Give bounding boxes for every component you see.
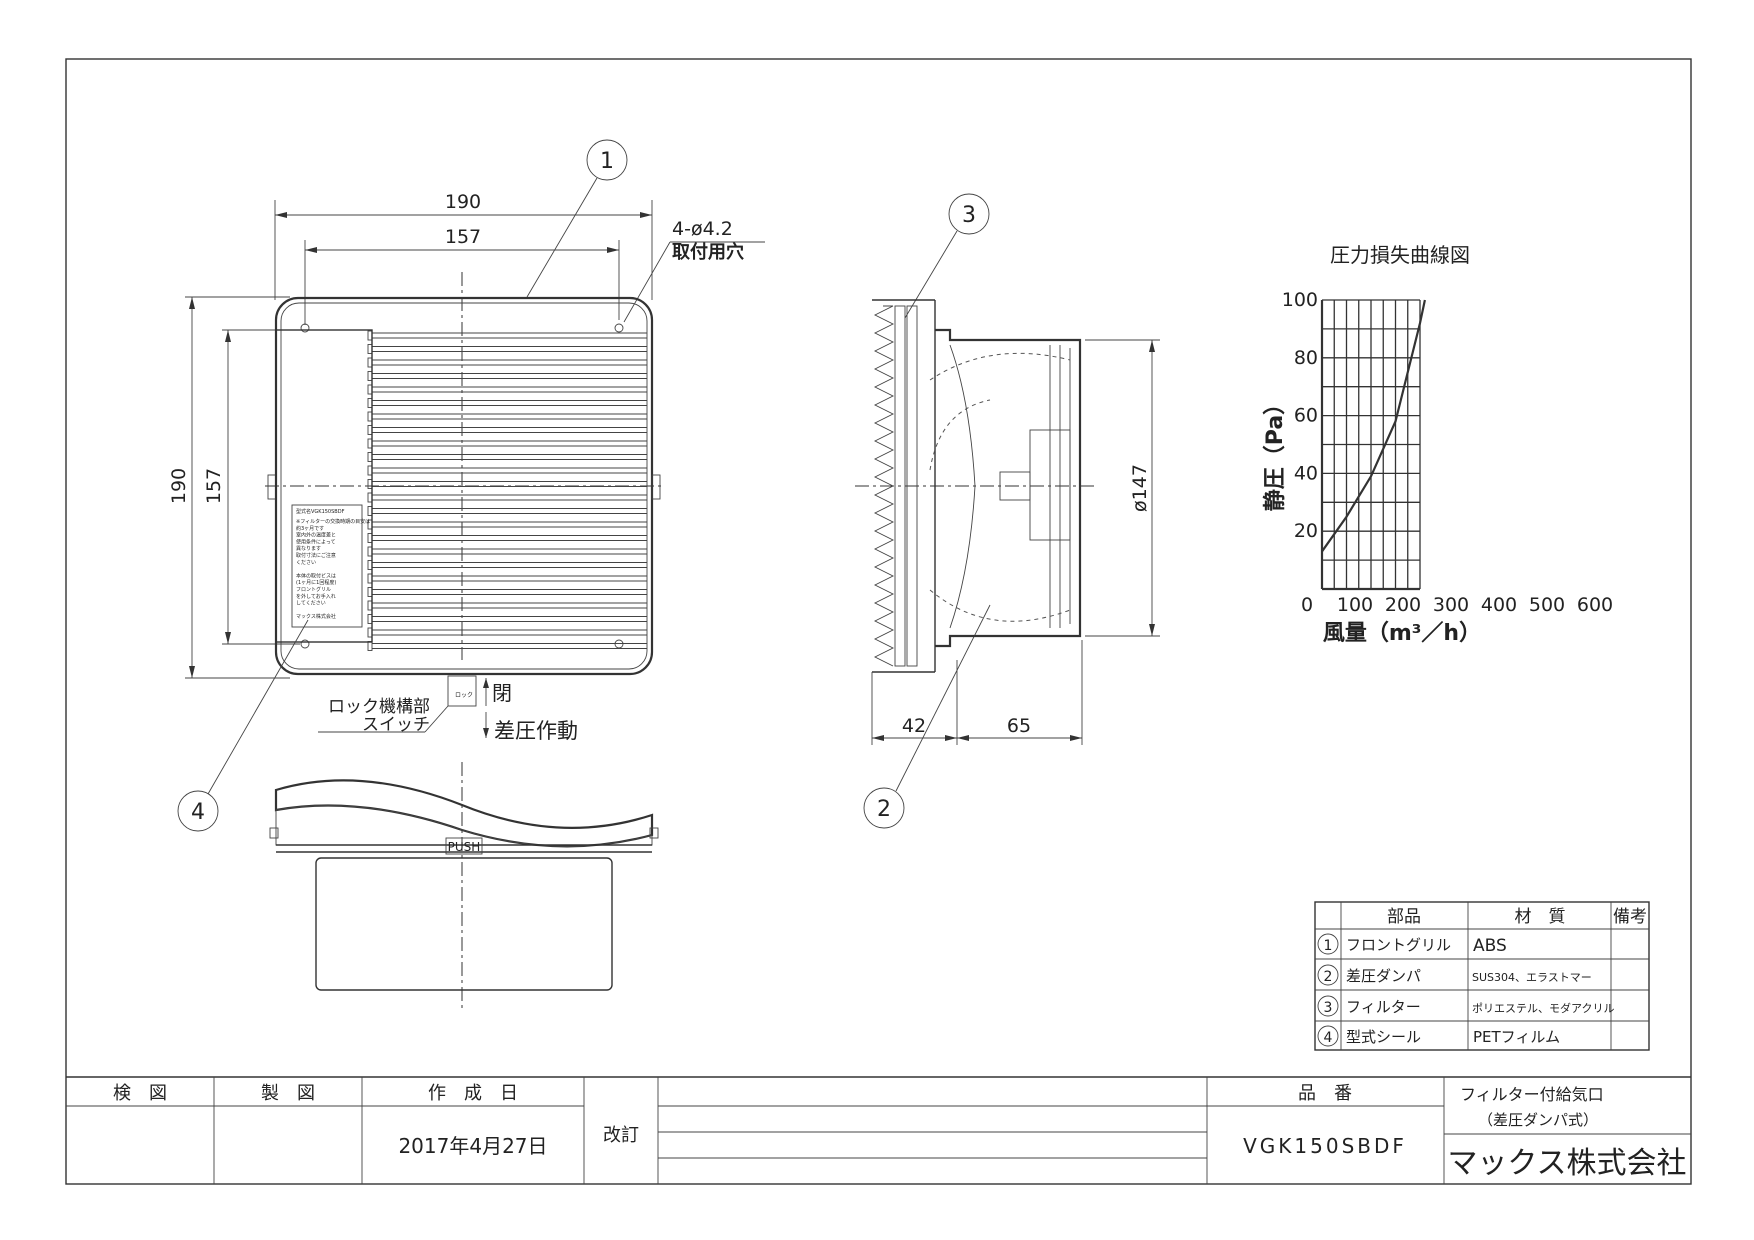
svg-text:PETフィルム: PETフィルム (1473, 1028, 1560, 1046)
push-label: PUSH (448, 840, 481, 854)
x-tick-label: 500 (1529, 594, 1565, 616)
dim-height-157: 157 (203, 468, 225, 504)
mount-holes-spec: 4-ø4.2 (672, 218, 733, 240)
tb-company: マックス株式会社 (1447, 1146, 1686, 1181)
seal-line: (1ヶ月に1回程度) (296, 579, 336, 586)
tb-product-name-1: フィルター付給気口 (1460, 1085, 1604, 1104)
grille-louvers (367, 330, 647, 651)
svg-text:3: 3 (1324, 1000, 1333, 1016)
dim-depth-65: 65 (1007, 715, 1031, 737)
y-tick-label: 40 (1294, 462, 1318, 484)
svg-text:2: 2 (877, 797, 891, 822)
filter-pleats (873, 305, 895, 667)
lock-small-label: ロック (455, 692, 473, 699)
seal-text-lines: ※フィルターの交換時期の目安は約3ヶ月です室内外の温度差と使用条件によって異なり… (296, 518, 370, 620)
lock-mechanism-label: ロック機構部 (328, 697, 430, 717)
svg-text:2: 2 (1324, 969, 1333, 985)
svg-text:SUS304、エラストマー: SUS304、エラストマー (1472, 971, 1592, 984)
tb-part-no-label: 品 番 (1298, 1083, 1352, 1104)
tb-drawn: 製 図 (261, 1083, 315, 1104)
svg-text:4: 4 (191, 800, 205, 825)
svg-text:ABS: ABS (1473, 936, 1507, 956)
svg-text:4: 4 (1324, 1030, 1333, 1046)
chart-x-label: 風量（m³／h） (1323, 621, 1481, 646)
switch-label: スイッチ (362, 715, 430, 735)
callout-3: 3 (904, 193, 990, 319)
svg-text:1: 1 (600, 149, 614, 174)
seal-line: を外してお手入れ (296, 593, 336, 600)
x-tick-label: 600 (1577, 594, 1613, 616)
chart-series-line (1321, 299, 1426, 553)
seal-line: ください (296, 559, 316, 566)
seal-line: マックス株式会社 (296, 613, 336, 620)
x-tick-label: 0 (1301, 594, 1313, 616)
x-tick-label: 100 (1337, 594, 1373, 616)
chart-title: 圧力損失曲線図 (1330, 243, 1470, 267)
chart-y-label: 静圧（Pa） (1262, 393, 1288, 511)
svg-text:3: 3 (962, 203, 976, 228)
dim-depth-42: 42 (902, 715, 926, 737)
seal-line: フロントグリル (296, 586, 331, 593)
front-view: 190 157 4-ø4.2 取付用穴 190 157 (168, 191, 765, 743)
table-row: 1 フロントグリル ABS (1317, 933, 1507, 956)
sheet-border (65, 58, 1692, 1185)
tb-inspect: 検 図 (113, 1083, 167, 1104)
seal-model: 型式名VGK150SBDF (296, 508, 345, 515)
seal-line: 使用条件によって (296, 538, 336, 545)
callout-1: 1 (526, 139, 628, 298)
tb-revision: 改訂 (603, 1125, 639, 1146)
title-block: 検 図 製 図 作 成 日 2017年4月27日 改訂 品 番 VGK150SB… (66, 1076, 1691, 1184)
table-row: 2 差圧ダンパ SUS304、エラストマー (1317, 964, 1592, 986)
closed-label: 閉 (492, 681, 512, 705)
chart-x-ticks: 0 100 200 300 400 500 600 (1301, 594, 1613, 616)
svg-text:差圧ダンパ: 差圧ダンパ (1346, 967, 1421, 985)
parts-header-material: 材 質 (1515, 907, 1566, 927)
svg-text:フィルター: フィルター (1346, 998, 1421, 1016)
dim-width-157: 157 (445, 226, 481, 248)
chart-grid (1320, 299, 1421, 591)
seal-line: してください (296, 600, 326, 607)
bottom-view: PUSH (269, 762, 659, 1010)
tb-product-name-2: （差圧ダンパ式） (1478, 1111, 1598, 1129)
chart-y-ticks: 20 40 60 80 100 (1282, 289, 1318, 542)
parts-header-note: 備考 (1613, 907, 1647, 927)
seal-line: 異なります (296, 545, 321, 552)
mount-holes-label: 取付用穴 (672, 241, 744, 263)
x-tick-label: 200 (1385, 594, 1421, 616)
y-tick-label: 100 (1282, 289, 1318, 311)
seal-line: 取付寸法にご注意 (296, 552, 336, 559)
dim-diameter: ø147 (1129, 464, 1151, 512)
parts-header-part: 部品 (1387, 907, 1421, 927)
seal-line: 約3ヶ月です (296, 525, 324, 532)
y-tick-label: 20 (1294, 520, 1318, 542)
svg-text:ポリエステル、モダアクリル: ポリエステル、モダアクリル (1472, 1001, 1614, 1015)
callout-2: 2 (863, 604, 991, 829)
table-row: 3 フィルター ポリエステル、モダアクリル (1317, 995, 1614, 1017)
dim-height-190: 190 (168, 468, 190, 504)
svg-text:型式シール: 型式シール (1346, 1028, 1421, 1046)
seal-line: 本体の取付ビスは (296, 572, 336, 579)
svg-text:フロントグリル: フロントグリル (1346, 936, 1451, 954)
callout-4: 4 (177, 619, 309, 832)
tb-part-no: VGK150SBDF (1243, 1134, 1407, 1158)
y-tick-label: 80 (1294, 347, 1318, 369)
svg-text:1: 1 (1324, 938, 1333, 954)
seal-line: ※フィルターの交換時期の目安は (296, 518, 370, 525)
seal-line: 室内外の温度差と (296, 532, 336, 539)
x-tick-label: 300 (1433, 594, 1469, 616)
diff-pressure-label: 差圧作動 (494, 719, 578, 743)
parts-table: 部品 材 質 備考 1 フロントグリル ABS 2 差圧ダンパ SUS304、エ… (1314, 901, 1650, 1051)
side-view: ø147 42 65 (855, 299, 1160, 745)
dim-width-190: 190 (445, 191, 481, 213)
y-tick-label: 60 (1294, 405, 1318, 427)
x-tick-label: 400 (1481, 594, 1517, 616)
tb-created: 作 成 日 (428, 1083, 518, 1104)
tb-date: 2017年4月27日 (398, 1134, 547, 1158)
table-row: 4 型式シール PETフィルム (1317, 1025, 1560, 1047)
